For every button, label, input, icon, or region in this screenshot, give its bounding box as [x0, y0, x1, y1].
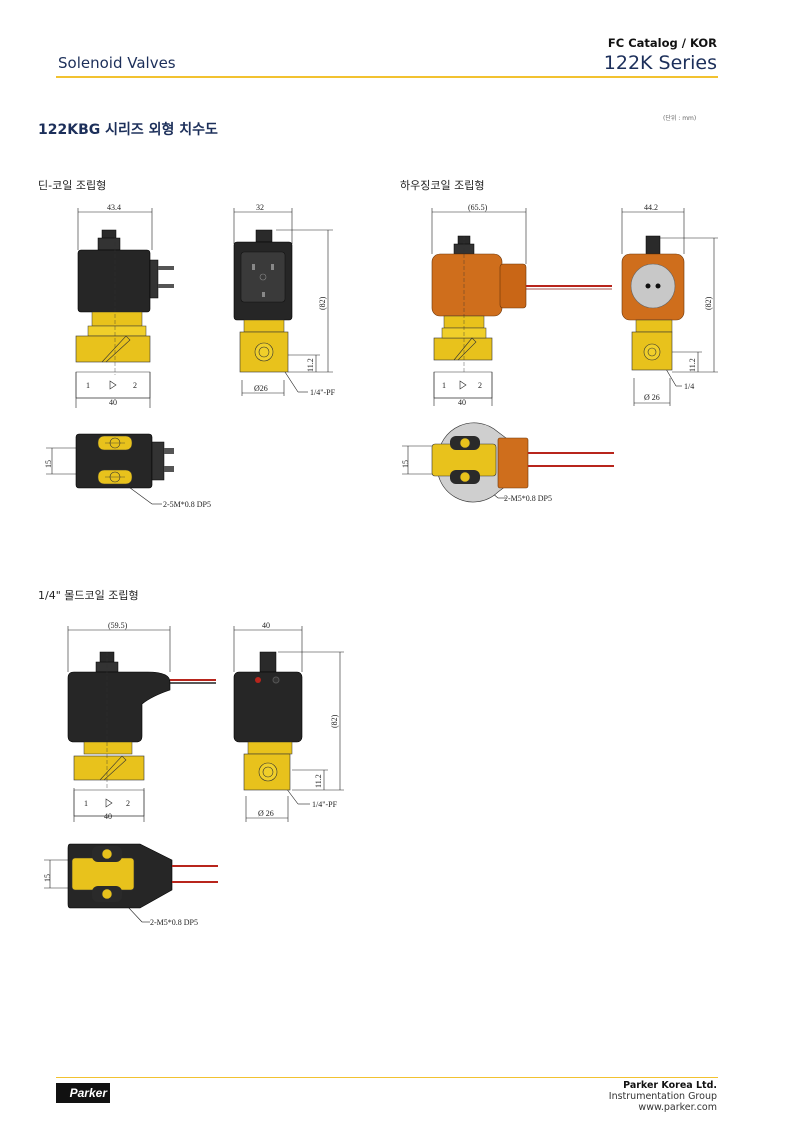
- molded-height: (82): [330, 714, 339, 728]
- molded-port2: 2: [126, 799, 130, 808]
- housing-thread: 2-M5*0.8 DP5: [504, 494, 552, 503]
- molded-side-drawing: 40 (82) 11.2 Ø 26 1/4"-PF: [233, 621, 344, 822]
- company-group: Instrumentation Group: [608, 1091, 717, 1102]
- molded-top-drawing: 15 2-M5*0.8 DP5: [43, 843, 218, 927]
- unit-note: (단위 : mm): [663, 115, 697, 122]
- din-height: (82): [318, 296, 327, 310]
- molded-thread: 2-M5*0.8 DP5: [150, 918, 198, 927]
- housing-port-size: 1/4: [684, 382, 694, 391]
- molded-port-height: 11.2: [314, 774, 323, 788]
- housing-top-drawing: 15 2-M5*0.8 DP5: [401, 422, 614, 503]
- molded-base: 40: [104, 812, 112, 821]
- series-title: 122K Series: [603, 52, 717, 74]
- housing-width: (65.5): [468, 203, 488, 212]
- din-diameter: Ø26: [254, 384, 268, 393]
- din-depth: 15: [44, 460, 53, 468]
- din-front-drawing: 43.4 1 2 40: [75, 203, 174, 408]
- din-side-width: 32: [256, 203, 264, 212]
- housing-port-height: 11.2: [688, 358, 697, 372]
- catalog-label: FC Catalog / KOR: [607, 36, 717, 50]
- molded-depth: 15: [43, 874, 52, 882]
- housing-front-drawing: (65.5) 1 2 40: [431, 203, 612, 407]
- footer-divider: [56, 1077, 718, 1078]
- molded-port-size: 1/4"-PF: [312, 800, 338, 809]
- housing-base: 40: [458, 398, 466, 407]
- din-port-size: 1/4"-PF: [310, 388, 336, 397]
- molded-front-drawing: (59.5) 1 2 40: [67, 621, 216, 822]
- molded-width: (59.5): [108, 621, 128, 630]
- housing-side-drawing: 44.2 (82) 11.2 Ø 26 1/4: [621, 203, 718, 406]
- molded-port1: 1: [84, 799, 88, 808]
- din-port2: 2: [133, 381, 137, 390]
- header-divider: [56, 76, 718, 78]
- parker-logo: Parker: [56, 1083, 110, 1103]
- housing-diameter: Ø 26: [644, 393, 660, 402]
- section-name: Solenoid Valves: [58, 54, 176, 72]
- housing-port2: 2: [478, 381, 482, 390]
- molded-side-width: 40: [262, 621, 270, 630]
- molded-diameter: Ø 26: [258, 809, 274, 818]
- housing-port1: 1: [442, 381, 446, 390]
- din-port1: 1: [86, 381, 90, 390]
- page-title: 122KBG 시리즈 외형 치수도: [38, 122, 218, 138]
- housing-side-width: 44.2: [644, 203, 658, 212]
- section-housing-coil: 하우징코일 조립형: [400, 179, 485, 192]
- din-width-label: 43.4: [107, 203, 121, 212]
- housing-height: (82): [704, 296, 713, 310]
- company-url: www.parker.com: [638, 1102, 717, 1113]
- din-thread: 2-5M*0.8 DP5: [163, 500, 211, 509]
- din-top-drawing: 15 2-5M*0.8 DP5: [44, 433, 211, 509]
- section-molded-coil: 1/4" 몰드코일 조립형: [38, 589, 139, 602]
- section-din-coil: 딘-코일 조립형: [38, 179, 107, 192]
- housing-depth: 15: [401, 460, 410, 468]
- din-base-label: 40: [109, 398, 117, 407]
- din-side-drawing: 32 (82) 11.2 Ø26 1/4"-PF: [233, 203, 336, 397]
- din-port-height: 11.2: [306, 358, 315, 372]
- company-name: Parker Korea Ltd.: [623, 1080, 717, 1091]
